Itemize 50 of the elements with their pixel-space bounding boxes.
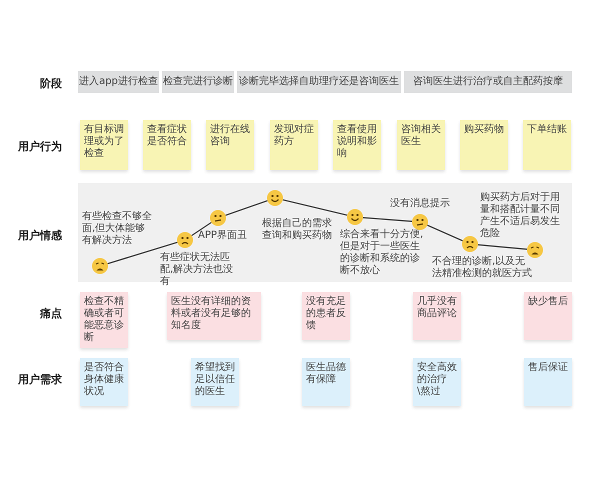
sticky-note: 下单结账 bbox=[523, 120, 571, 170]
sticky-note: 查看使用说明和影响 bbox=[333, 120, 381, 170]
emotion-curve-line bbox=[191, 222, 212, 236]
emotion-curve-line bbox=[362, 217, 412, 222]
stage-bar: 进入app进行检查 bbox=[78, 71, 159, 93]
stage-bar: 咨询医生进行治疗或自主配药按摩 bbox=[404, 71, 572, 93]
neutral-face-icon bbox=[412, 214, 428, 230]
row-label: 痛点 bbox=[38, 306, 62, 321]
upset-face-icon bbox=[92, 258, 108, 274]
row-label: 用户行为 bbox=[16, 139, 62, 154]
emotion-note: 有些症状无法匹配,解决方法也没有 bbox=[160, 252, 234, 288]
sticky-note: 咨询相关医生 bbox=[397, 120, 445, 170]
sticky-note: 发现对症药方 bbox=[270, 120, 318, 170]
happy-face-icon bbox=[267, 190, 283, 206]
stage-bar: 诊断完毕选择自助理疗还是咨询医生 bbox=[237, 71, 401, 93]
emotion-note: 有些检查不够全面,但大体能够有解决方法 bbox=[82, 211, 153, 247]
sticky-note: 没有充足的患者反馈 bbox=[302, 292, 350, 340]
sticky-note: 查看症状是否符合 bbox=[143, 120, 191, 170]
sticky-note: 售后保证 bbox=[524, 358, 572, 406]
emotion-curve-line bbox=[225, 200, 268, 216]
sticky-note: 检查不精确或者可能恶意诊断 bbox=[80, 292, 128, 348]
row-label: 用户需求 bbox=[16, 372, 62, 387]
sticky-note: 进行在线咨询 bbox=[206, 120, 254, 170]
emotion-curve-line bbox=[107, 242, 178, 264]
sticky-note: 医生没有详细的资料或者没有足够的知名度 bbox=[167, 292, 261, 340]
emotion-curve-line bbox=[478, 244, 528, 250]
sticky-note: 几乎没有商品评论 bbox=[413, 292, 461, 340]
sticky-note: 缺少售后 bbox=[524, 292, 572, 340]
row-label: 用户情感 bbox=[16, 228, 62, 243]
emotion-note: 综合来看十分方便,但是对于一些医生的诊断和系统的诊断不放心 bbox=[340, 229, 424, 277]
sad-face-icon bbox=[177, 232, 193, 248]
happy-face-icon bbox=[347, 209, 363, 225]
neutral-face-icon bbox=[210, 210, 226, 226]
sticky-note: 安全高效的治疗\熬过 bbox=[413, 358, 461, 406]
upset-face-icon bbox=[527, 242, 543, 258]
emotion-curve-line bbox=[427, 224, 463, 242]
emotion-note: 没有消息提示 bbox=[390, 198, 451, 210]
sticky-note: 是否符合身体健康状况 bbox=[80, 358, 128, 406]
sticky-note: 有目标调理或为了检查 bbox=[80, 120, 128, 170]
sad-face-icon bbox=[462, 236, 478, 252]
sticky-note: 医生品德有保障 bbox=[302, 358, 350, 406]
emotion-note: 购买药方后对于用量和搭配计量不同产生不适后易发生危险 bbox=[480, 192, 561, 240]
emotion-curve-line bbox=[282, 199, 348, 216]
stage-bar: 检查完进行诊断 bbox=[162, 71, 234, 93]
emotion-note: 不合理的诊断,以及无法精准检测的就医方式 bbox=[432, 256, 533, 280]
sticky-note: 购买药物 bbox=[460, 120, 508, 170]
sticky-note: 希望找到足以信任的医生 bbox=[191, 358, 239, 406]
emotion-note: APP界面丑 bbox=[198, 230, 248, 242]
row-label: 阶段 bbox=[39, 76, 62, 91]
emotion-note: 根据自己的需求查询和购买药物 bbox=[262, 218, 333, 242]
